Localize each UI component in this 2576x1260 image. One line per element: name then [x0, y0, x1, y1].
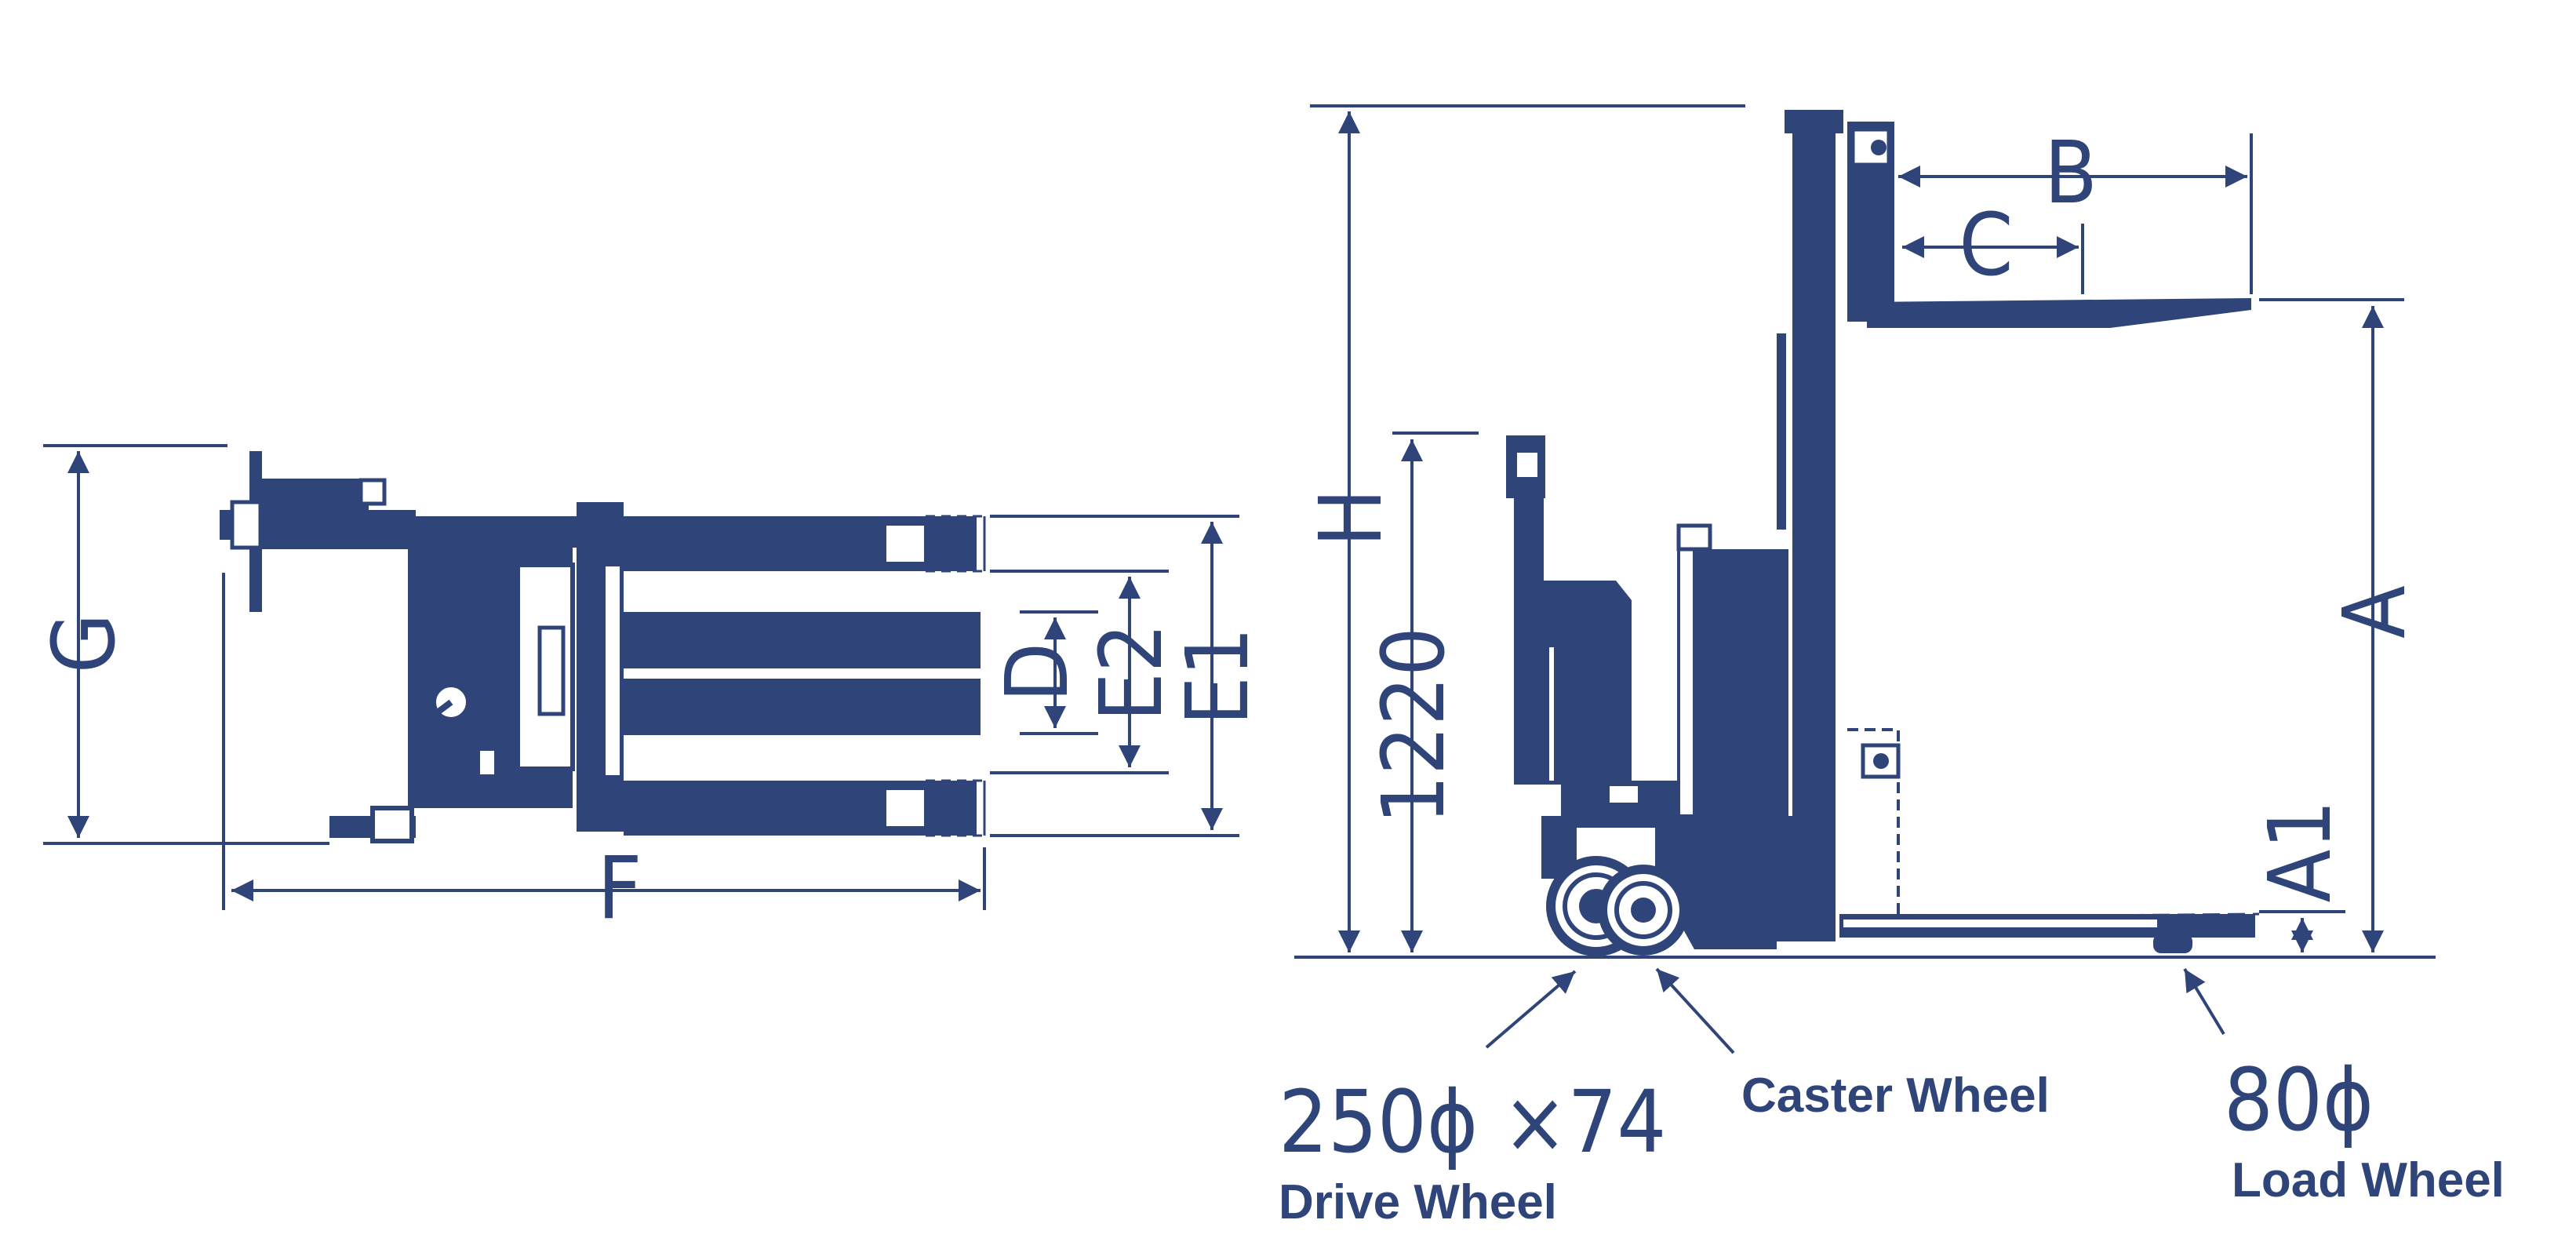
dim-e2-label: E2: [1081, 623, 1181, 721]
dim-h-label: H: [1301, 489, 1401, 547]
top-view-dimensions: [43, 444, 1239, 910]
dim-b-label: B: [2044, 122, 2098, 223]
dim-a-label: A: [2324, 585, 2425, 639]
dim-c-label: C: [1959, 195, 2013, 295]
drive-wheel-size: 250ϕ ×74: [1279, 1072, 1666, 1172]
dim-f-label: F: [598, 838, 642, 938]
handle-height-label: 1220: [1363, 627, 1464, 825]
dim-d-label: D: [987, 643, 1087, 702]
dim-a1-label: A1: [2250, 800, 2350, 903]
dim-e1-label: E1: [1167, 627, 1268, 725]
side-view-dimensions: [1294, 104, 2436, 1054]
load-wheel-label: Load Wheel: [2232, 1153, 2505, 1207]
drive-wheel-label: Drive Wheel: [1279, 1175, 1557, 1229]
load-wheel-size: 80ϕ: [2224, 1050, 2374, 1150]
caster-wheel-label: Caster Wheel: [1741, 1069, 2050, 1123]
dim-g-label: G: [34, 614, 134, 674]
top-view: [220, 451, 986, 843]
side-view: [1506, 110, 2260, 956]
